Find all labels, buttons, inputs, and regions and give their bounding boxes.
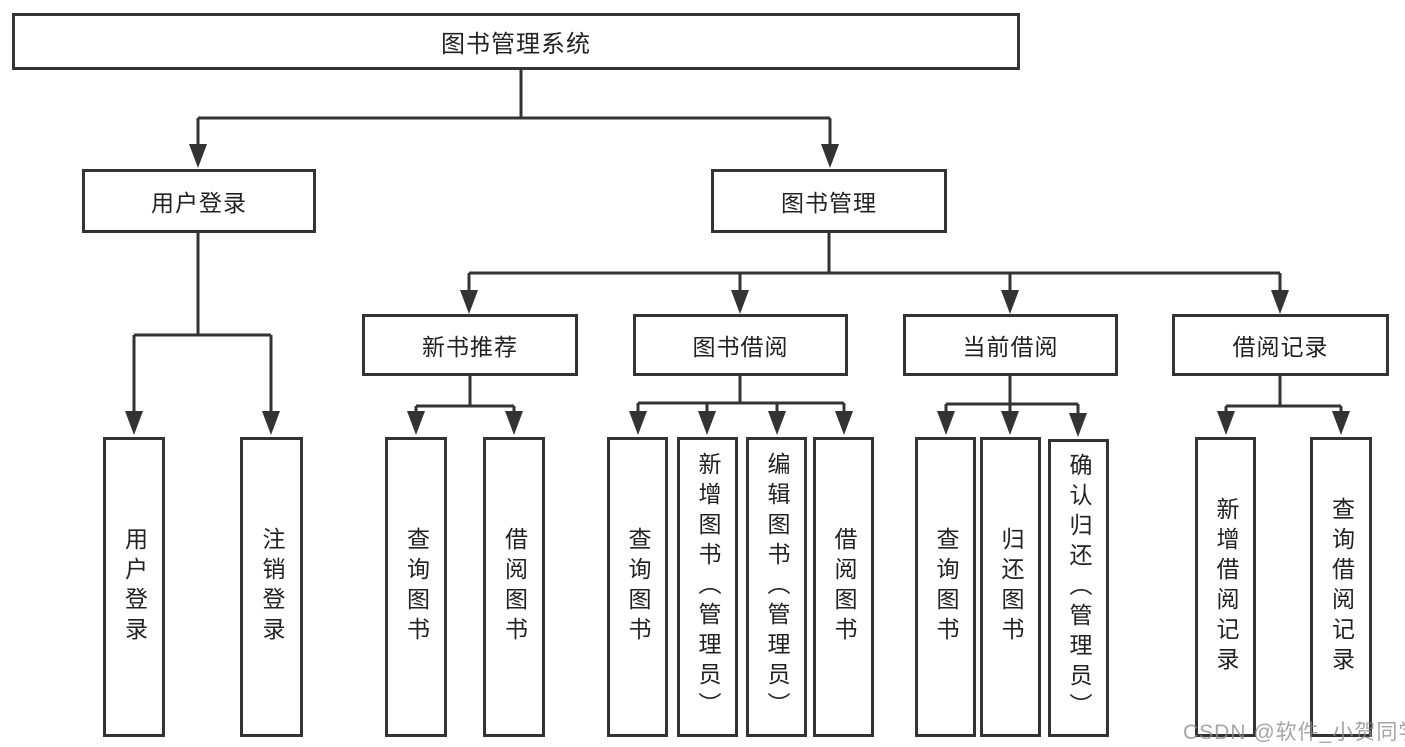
connector-book-management [467,233,1282,294]
node-current-borrowing-label: 当前借阅 [962,334,1059,360]
node-new-book-recommendation-label: 新书推荐 [422,334,518,360]
node-root: 图书管理系统 [12,13,1020,70]
node-borrowing-records: 借阅记录 [1172,314,1389,376]
leaf-return-books: 归还图书 [980,437,1041,737]
leaf-query-books-recommend-label: 查询图书 [403,527,430,647]
leaf-borrow-books: 借阅图书 [813,437,874,737]
connector-book-borrowing [636,376,846,415]
node-book-borrowing-label: 图书借阅 [692,334,789,360]
leaf-logout-label: 注销登录 [259,527,285,647]
leaf-edit-books-admin: 编辑图书（管理员） [746,437,807,737]
leaf-user-login: 用户登录 [103,437,165,737]
leaf-borrow-books-recommend-label: 借阅图书 [501,527,528,647]
node-new-book-recommendation: 新书推荐 [362,314,578,376]
leaf-query-books-current: 查询图书 [915,437,976,737]
node-book-management-label: 图书管理 [781,190,877,216]
leaf-user-login-label: 用户登录 [121,527,148,647]
leaf-confirm-return-admin: 确认归还（管理员） [1048,439,1109,737]
leaf-confirm-return-admin-label: 确认归还（管理员） [1066,453,1092,723]
connector-borrowing-records [1224,376,1343,415]
leaf-query-books-borrowing-label: 查询图书 [625,527,651,647]
leaf-query-borrow-record: 查询借阅记录 [1310,437,1372,737]
leaf-edit-books-admin-label: 编辑图书（管理员） [764,452,790,722]
leaf-add-books-admin: 新增图书（管理员） [677,437,738,737]
leaf-logout: 注销登录 [240,437,303,737]
node-book-borrowing: 图书借阅 [633,314,848,376]
leaf-borrow-books-recommend: 借阅图书 [483,437,545,737]
leaf-query-books-borrowing: 查询图书 [607,437,668,737]
node-root-label: 图书管理系统 [441,31,591,58]
node-book-management: 图书管理 [711,169,947,233]
leaf-add-borrow-record-label: 新增借阅记录 [1213,497,1239,677]
connector-current-borrowing [944,376,1080,417]
node-user-login-label: 用户登录 [151,190,247,216]
node-user-login: 用户登录 [82,169,316,233]
leaf-borrow-books-label: 借阅图书 [831,527,857,647]
leaf-query-borrow-record-label: 查询借阅记录 [1328,497,1355,677]
node-current-borrowing: 当前借阅 [903,314,1118,376]
leaf-return-books-label: 归还图书 [998,527,1024,647]
connector-root [196,70,832,150]
connector-user-login [132,233,273,418]
csdn-watermark: CSDN @软件_小贺同学 [1183,721,1405,744]
node-borrowing-records-label: 借阅记录 [1232,334,1329,360]
leaf-add-books-admin-label: 新增图书（管理员） [695,452,721,722]
leaf-query-books-recommend: 查询图书 [385,437,447,737]
leaf-add-borrow-record: 新增借阅记录 [1195,437,1256,737]
leaf-query-books-current-label: 查询图书 [933,527,959,647]
connector-new-book [414,376,516,415]
